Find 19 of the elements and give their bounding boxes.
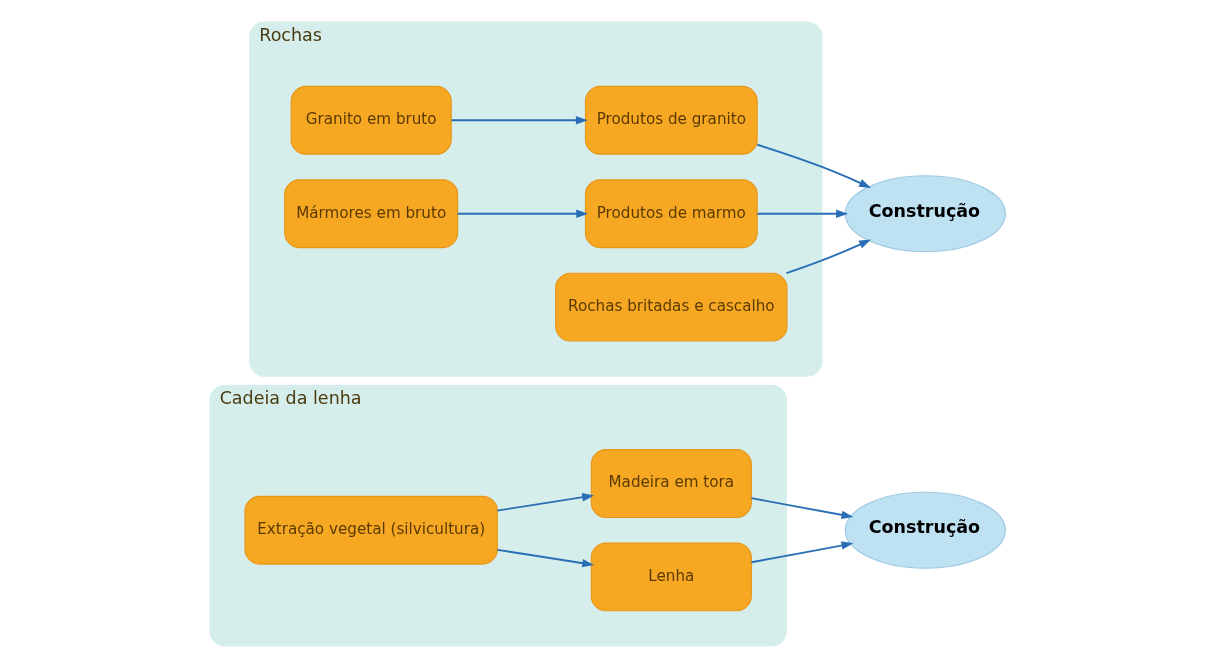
node-box: Produtos de marmo: [584, 179, 758, 249]
arrow: [495, 493, 594, 512]
node-box: Mármores em bruto: [283, 179, 458, 249]
node-ellipse: Construção: [844, 175, 1006, 253]
node-box: Extração vegetal (silvicultura): [243, 495, 498, 565]
node-box: Rochas britadas e cascalho: [554, 272, 788, 342]
arrow: [750, 497, 853, 519]
arrow: [750, 541, 853, 564]
arrow: [785, 239, 871, 275]
node-box: Granito em bruto: [290, 85, 452, 155]
node-box: Lenha: [590, 542, 752, 612]
arrow: [495, 548, 594, 568]
node-box: Madeira em tora: [590, 449, 752, 518]
arrow: [449, 116, 588, 125]
arrow: [755, 143, 871, 188]
node-ellipse: Construção: [844, 491, 1006, 569]
arrow: [456, 209, 588, 218]
node-box: Produtos de granito: [584, 85, 758, 155]
arrow: [755, 209, 848, 218]
